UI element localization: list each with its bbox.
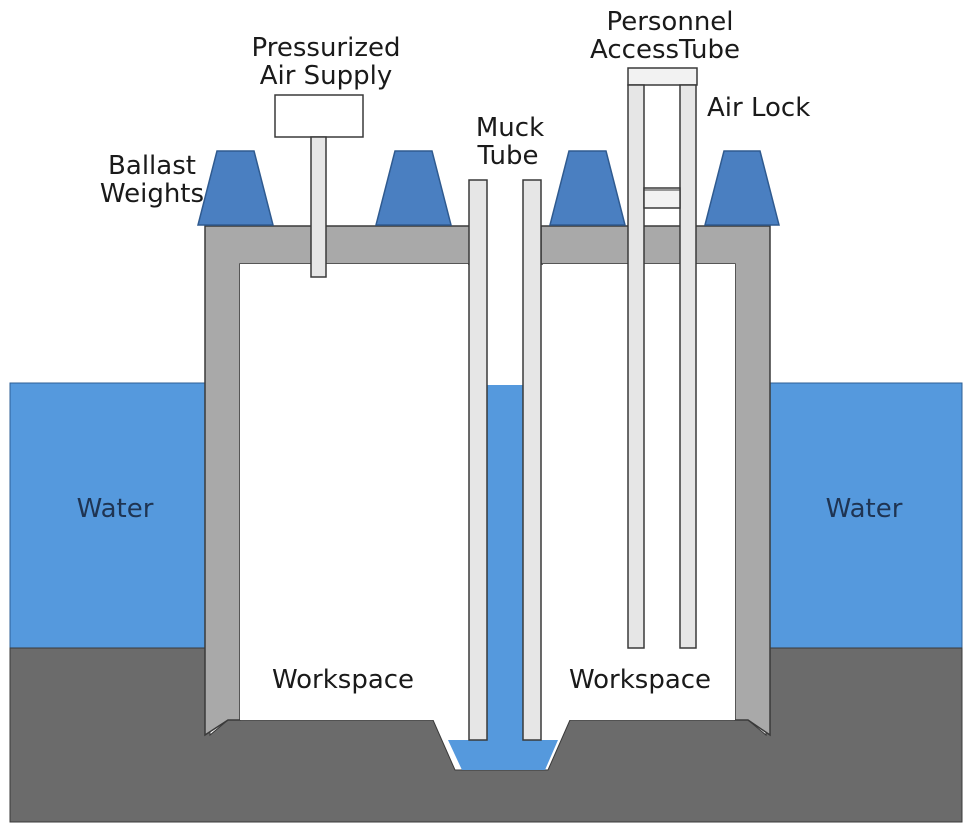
access-tube-right-wall xyxy=(679,84,697,649)
ballast-weight-3 xyxy=(549,150,626,226)
label-air-lock: Air Lock xyxy=(707,93,810,123)
ballast-weight-2 xyxy=(375,150,452,226)
label-ballast: Ballast xyxy=(108,151,196,181)
label-air-supply: Air Supply xyxy=(260,61,393,91)
water-left xyxy=(9,382,211,649)
access-tube-left-wall xyxy=(627,84,645,649)
label-pressurized: Pressurized xyxy=(252,33,401,63)
label-water-left: Water xyxy=(77,494,154,524)
air-supply-pipe xyxy=(310,136,327,278)
access-tube-cap xyxy=(627,67,698,86)
muck-tube-left-wall xyxy=(468,179,488,741)
workspace-left-area xyxy=(240,264,468,720)
muck-water-basin xyxy=(448,740,558,770)
air-supply-box xyxy=(274,94,364,138)
label-tube: Tube xyxy=(477,141,539,171)
water-right xyxy=(765,382,963,649)
muck-tube-right-wall xyxy=(522,179,542,741)
label-personnel: Personnel xyxy=(606,7,733,37)
ballast-weight-4 xyxy=(704,150,780,226)
label-workspace-right: Workspace xyxy=(569,665,711,695)
label-weights: Weights xyxy=(100,179,204,209)
muck-tube-water xyxy=(487,385,523,745)
label-muck: Muck xyxy=(476,113,544,143)
label-workspace-left: Workspace xyxy=(272,665,414,695)
ballast-weight-1 xyxy=(197,150,274,226)
label-access-tube: AccessTube xyxy=(590,35,740,65)
label-water-right: Water xyxy=(826,494,903,524)
air-lock-chamber xyxy=(643,187,681,209)
